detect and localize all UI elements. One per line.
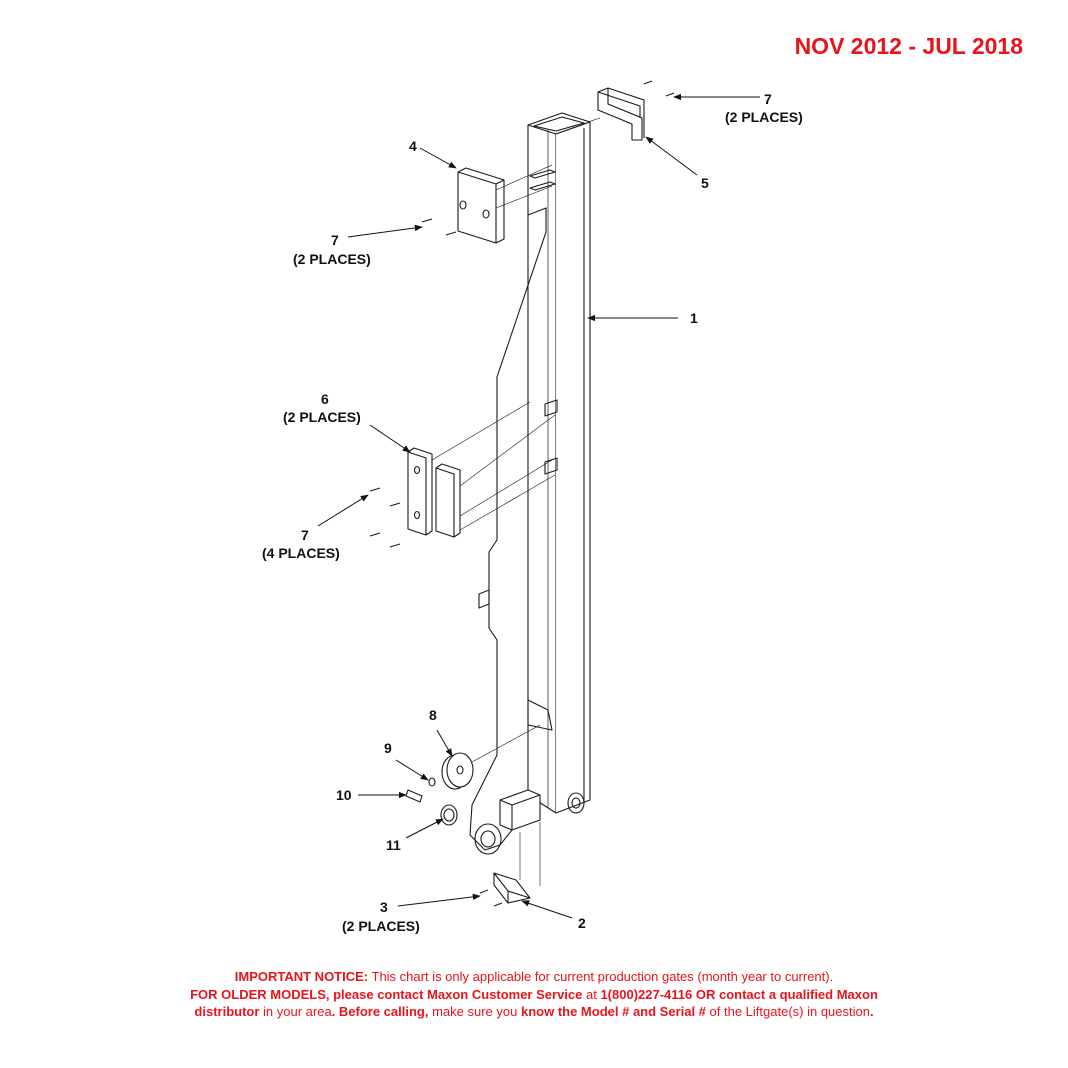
pad-parts [407, 447, 461, 538]
notice-line-3: distributor in your area. Before calling… [0, 1003, 1068, 1021]
callout-9-number: 9 [384, 740, 392, 756]
important-notice: IMPORTANT NOTICE: This chart is only app… [0, 968, 1068, 1021]
notice-before-calling: . Before calling, [331, 1004, 429, 1019]
notice-heading: IMPORTANT NOTICE: [234, 969, 369, 984]
callout-4-number: 4 [409, 138, 417, 154]
callout-10-number: 10 [336, 787, 352, 803]
notice-applicability-text: This chart is only applicable for curren… [368, 969, 834, 984]
callout-6-number: 6 [321, 391, 329, 407]
notice-make-sure: make sure you [428, 1004, 521, 1019]
notice-distributor: distributor [194, 1004, 260, 1019]
roller-part [441, 752, 474, 790]
callout-7c-note: (4 PLACES) [262, 545, 340, 561]
fastener-bolts [369, 80, 675, 907]
notice-model-serial: know the Model # and Serial # [520, 1004, 706, 1019]
callout-3-number: 3 [380, 899, 388, 915]
notice-of-liftgate: of the Liftgate(s) in question [705, 1004, 870, 1019]
callout-1-number: 1 [690, 310, 698, 326]
callout-7a-note: (2 PLACES) [725, 109, 803, 125]
column-part [469, 112, 591, 855]
notice-period: . [869, 1004, 874, 1019]
callout-leaders [317, 93, 760, 919]
notice-in-area: in your area [259, 1004, 332, 1019]
alignment-lines [431, 117, 601, 886]
callout-7c-number: 7 [301, 527, 309, 543]
notice-at: at [582, 986, 601, 1002]
callout-6-note: (2 PLACES) [283, 409, 361, 425]
callout-8-number: 8 [429, 707, 437, 723]
callout-7b-number: 7 [331, 232, 339, 248]
callout-11-number: 11 [386, 837, 401, 853]
callout-5-number: 5 [701, 175, 709, 191]
notice-line-2: FOR OLDER MODELS, please contact Maxon C… [0, 986, 1068, 1004]
lower-block-part [493, 872, 531, 904]
callout-3-note: (2 PLACES) [342, 918, 420, 934]
upper-bracket-part [457, 167, 505, 244]
top-strap-part [597, 87, 645, 141]
callout-7b-note: (2 PLACES) [293, 251, 371, 267]
notice-line-1: IMPORTANT NOTICE: This chart is only app… [0, 968, 1068, 986]
callout-2-number: 2 [578, 915, 586, 931]
callout-7a-number: 7 [764, 91, 772, 107]
hardware-parts [405, 777, 458, 826]
notice-older-models: FOR OLDER MODELS, please contact Maxon C… [190, 986, 583, 1002]
notice-phone: 1(800)227-4116 OR contact a qualified Ma… [600, 986, 878, 1002]
date-range-title: NOV 2012 - JUL 2018 [794, 33, 1023, 59]
